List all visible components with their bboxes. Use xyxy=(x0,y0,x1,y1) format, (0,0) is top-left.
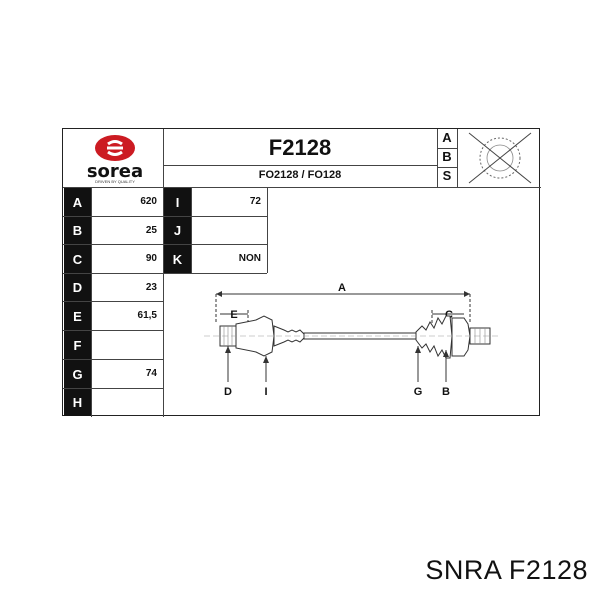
dim-label-g: G xyxy=(414,386,423,398)
spec-letter-k: K xyxy=(164,245,191,273)
spec-letter-c: C xyxy=(64,245,91,273)
part-references: FO2128 / FO128 xyxy=(258,169,342,181)
abs-letter-s: S xyxy=(442,168,452,183)
footer-label: SNRA F2128 xyxy=(425,555,588,585)
spec-value-c: 90 xyxy=(145,253,157,264)
dim-label-a: A xyxy=(338,282,346,294)
abs-letter-a: A xyxy=(442,130,452,145)
spec-letter-h: H xyxy=(64,389,91,416)
abs-ring-icon xyxy=(468,132,532,184)
spec-value-d: 23 xyxy=(145,282,157,293)
spec-letter-b: B xyxy=(64,217,91,244)
spec-letter-j: J xyxy=(164,217,191,244)
part-number: F2128 xyxy=(268,135,332,160)
spec-letter-i: I xyxy=(164,188,191,216)
spec-letter-g: G xyxy=(64,360,91,388)
brand-tagline: DRIVEN BY QUALITY xyxy=(95,179,135,184)
spec-value-i: 72 xyxy=(249,196,261,207)
spec-value-b: 25 xyxy=(145,225,157,236)
brand-name: sorea xyxy=(86,161,144,182)
spec-letter-d: D xyxy=(64,274,91,301)
brand-logo: sorea DRIVEN BY QUALITY xyxy=(75,133,155,185)
driveshaft-diagram: A E C xyxy=(204,282,500,398)
dim-label-c: C xyxy=(445,309,453,321)
spec-sheet: sorea DRIVEN BY QUALITY F2128 FO2128 / F… xyxy=(62,128,541,417)
spec-value-e: 61,5 xyxy=(137,310,157,321)
dim-label-d: D xyxy=(224,386,232,398)
sorea-logo-icon xyxy=(95,135,135,161)
spec-value-g: 74 xyxy=(145,368,157,379)
spec-value-k: NON xyxy=(238,253,261,264)
spec-value-a: 620 xyxy=(140,196,157,207)
dim-label-e: E xyxy=(230,309,237,321)
spec-letter-e: E xyxy=(64,302,91,330)
spec-letter-f: F xyxy=(64,331,91,359)
dim-label-b: B xyxy=(442,386,450,398)
spec-letter-a: A xyxy=(64,188,91,216)
abs-letter-b: B xyxy=(442,149,452,164)
dim-label-i: I xyxy=(264,386,267,398)
